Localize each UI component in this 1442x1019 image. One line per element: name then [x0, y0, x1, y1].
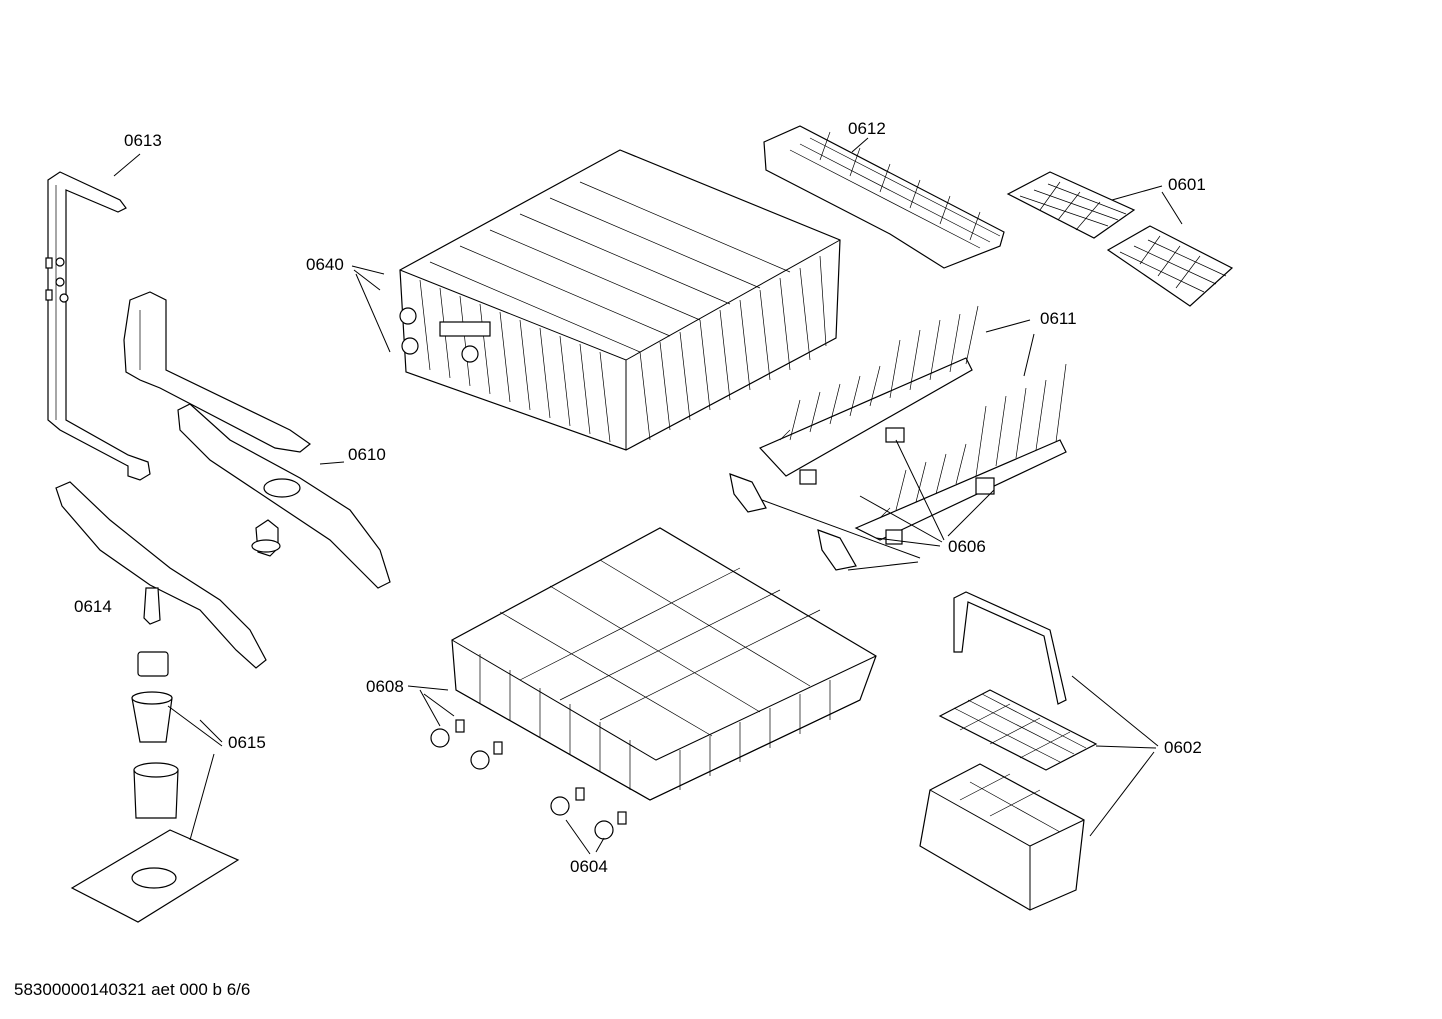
part-0611-tine-rows — [758, 305, 1067, 541]
leader-lines — [113, 137, 1183, 855]
callout-labels: 0613 0640 0612 0601 0611 0610 0606 0614 … — [74, 119, 1206, 876]
part-0608-lower-basket — [451, 527, 877, 801]
label-0640: 0640 — [306, 255, 344, 274]
part-0610-spray-arm — [177, 403, 391, 589]
part-0612-cup-shelf — [763, 125, 1005, 269]
label-0602: 0602 — [1164, 738, 1202, 757]
part-0602-cutlery-basket — [919, 591, 1098, 911]
label-0611: 0611 — [1040, 309, 1077, 328]
label-0613: 0613 — [124, 131, 162, 150]
part-0601-cup-holders — [1006, 171, 1234, 307]
part-0610-upper-pipe — [123, 291, 312, 453]
label-0606: 0606 — [948, 537, 986, 556]
label-0608: 0608 — [366, 677, 404, 696]
label-0610: 0610 — [348, 445, 386, 464]
part-0613-supply-pipe — [45, 171, 151, 481]
part-0615-filters — [70, 651, 240, 923]
part-0604-wheels — [430, 719, 627, 840]
label-0612: 0612 — [848, 119, 886, 138]
label-0601: 0601 — [1168, 175, 1206, 194]
document-footer-code: 58300000140321 aet 000 b 6/6 — [14, 980, 251, 999]
label-0614: 0614 — [74, 597, 112, 616]
label-0615: 0615 — [228, 733, 266, 752]
part-0614-lower-spray-arm — [55, 481, 267, 669]
label-0604: 0604 — [570, 857, 608, 876]
part-0606-clips — [729, 427, 995, 571]
part-0640-upper-basket — [399, 149, 841, 451]
